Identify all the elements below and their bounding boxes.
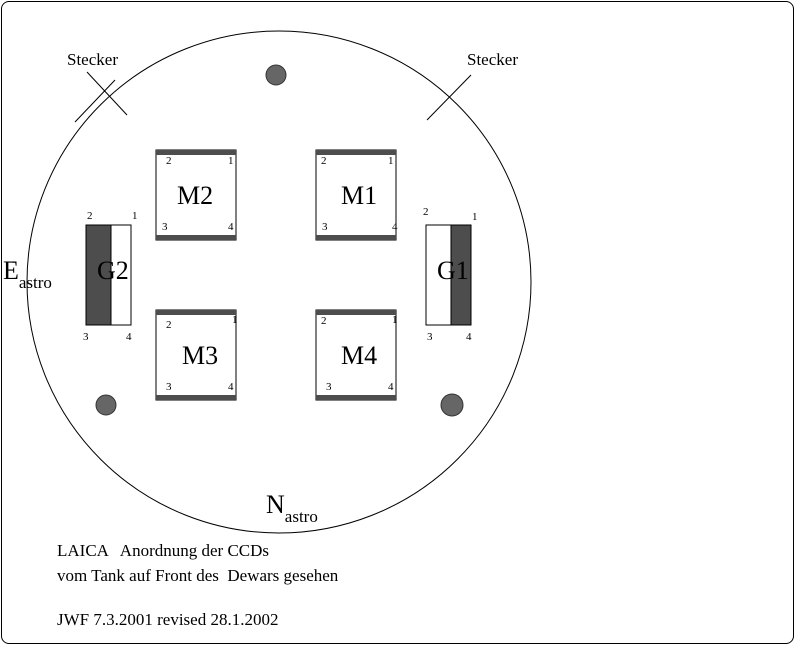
connector-cross-right — [426, 74, 472, 121]
corner-num: 4 — [466, 331, 472, 343]
mount-dot-top — [265, 64, 287, 86]
corner-num: 1 — [232, 314, 238, 326]
east-label-sub: astro — [18, 273, 52, 292]
corner-num: 4 — [392, 221, 398, 233]
ccd-M4 — [315, 309, 397, 401]
corner-num: 4 — [388, 381, 394, 393]
corner-num: 1 — [388, 155, 394, 167]
ccd-M3 — [155, 309, 237, 401]
corner-num: 3 — [322, 221, 328, 233]
corner-num: 1 — [392, 314, 398, 326]
corner-num: 3 — [83, 331, 89, 343]
connector-label-left: Stecker — [67, 50, 118, 69]
ccd-label-M4: M4 — [341, 341, 378, 370]
ccd-M1 — [315, 149, 397, 241]
north-label-main: N — [266, 490, 285, 519]
caption-title: LAICA Anordnung der CCDs — [57, 541, 270, 560]
corner-num: 2 — [166, 155, 172, 167]
caption-credit: JWF 7.3.2001 revised 28.1.2002 — [57, 610, 279, 629]
corner-num: 2 — [166, 319, 172, 331]
corner-num: 2 — [87, 210, 93, 222]
connector-cross-left — [74, 71, 128, 123]
ccd-label-M3: M3 — [182, 341, 219, 370]
east-label: Eastro — [3, 256, 52, 292]
ccd-label-G2: G2 — [97, 256, 129, 285]
ccd-label-G1: G1 — [437, 256, 469, 285]
corner-num: 3 — [427, 331, 433, 343]
mount-dot-bottom-right — [440, 393, 464, 417]
north-label: Nastro — [266, 490, 318, 526]
ccd-G2 — [85, 224, 132, 326]
east-label-main: E — [3, 256, 19, 285]
north-label-sub: astro — [284, 507, 318, 526]
mount-dot-bottom-left — [95, 394, 117, 416]
ccd-label-M2: M2 — [177, 181, 214, 210]
ccd-M2 — [155, 149, 237, 241]
corner-num: 4 — [228, 221, 234, 233]
connector-label-right: Stecker — [467, 50, 518, 69]
dewar-circle — [26, 30, 532, 534]
corner-num: 3 — [326, 381, 332, 393]
corner-num: 2 — [321, 155, 327, 167]
corner-num: 4 — [228, 381, 234, 393]
corner-num: 1 — [472, 211, 478, 223]
ccd-label-M1: M1 — [341, 181, 378, 210]
corner-num: 2 — [423, 206, 429, 218]
corner-num: 3 — [166, 381, 172, 393]
corner-num: 3 — [162, 221, 168, 233]
corner-num: 1 — [228, 155, 234, 167]
ccd-G1 — [425, 224, 472, 326]
corner-num: 4 — [126, 331, 132, 343]
corner-num: 2 — [321, 315, 327, 327]
corner-num: 1 — [132, 210, 138, 222]
caption-subtitle: vom Tank auf Front des Dewars gesehen — [57, 566, 339, 585]
